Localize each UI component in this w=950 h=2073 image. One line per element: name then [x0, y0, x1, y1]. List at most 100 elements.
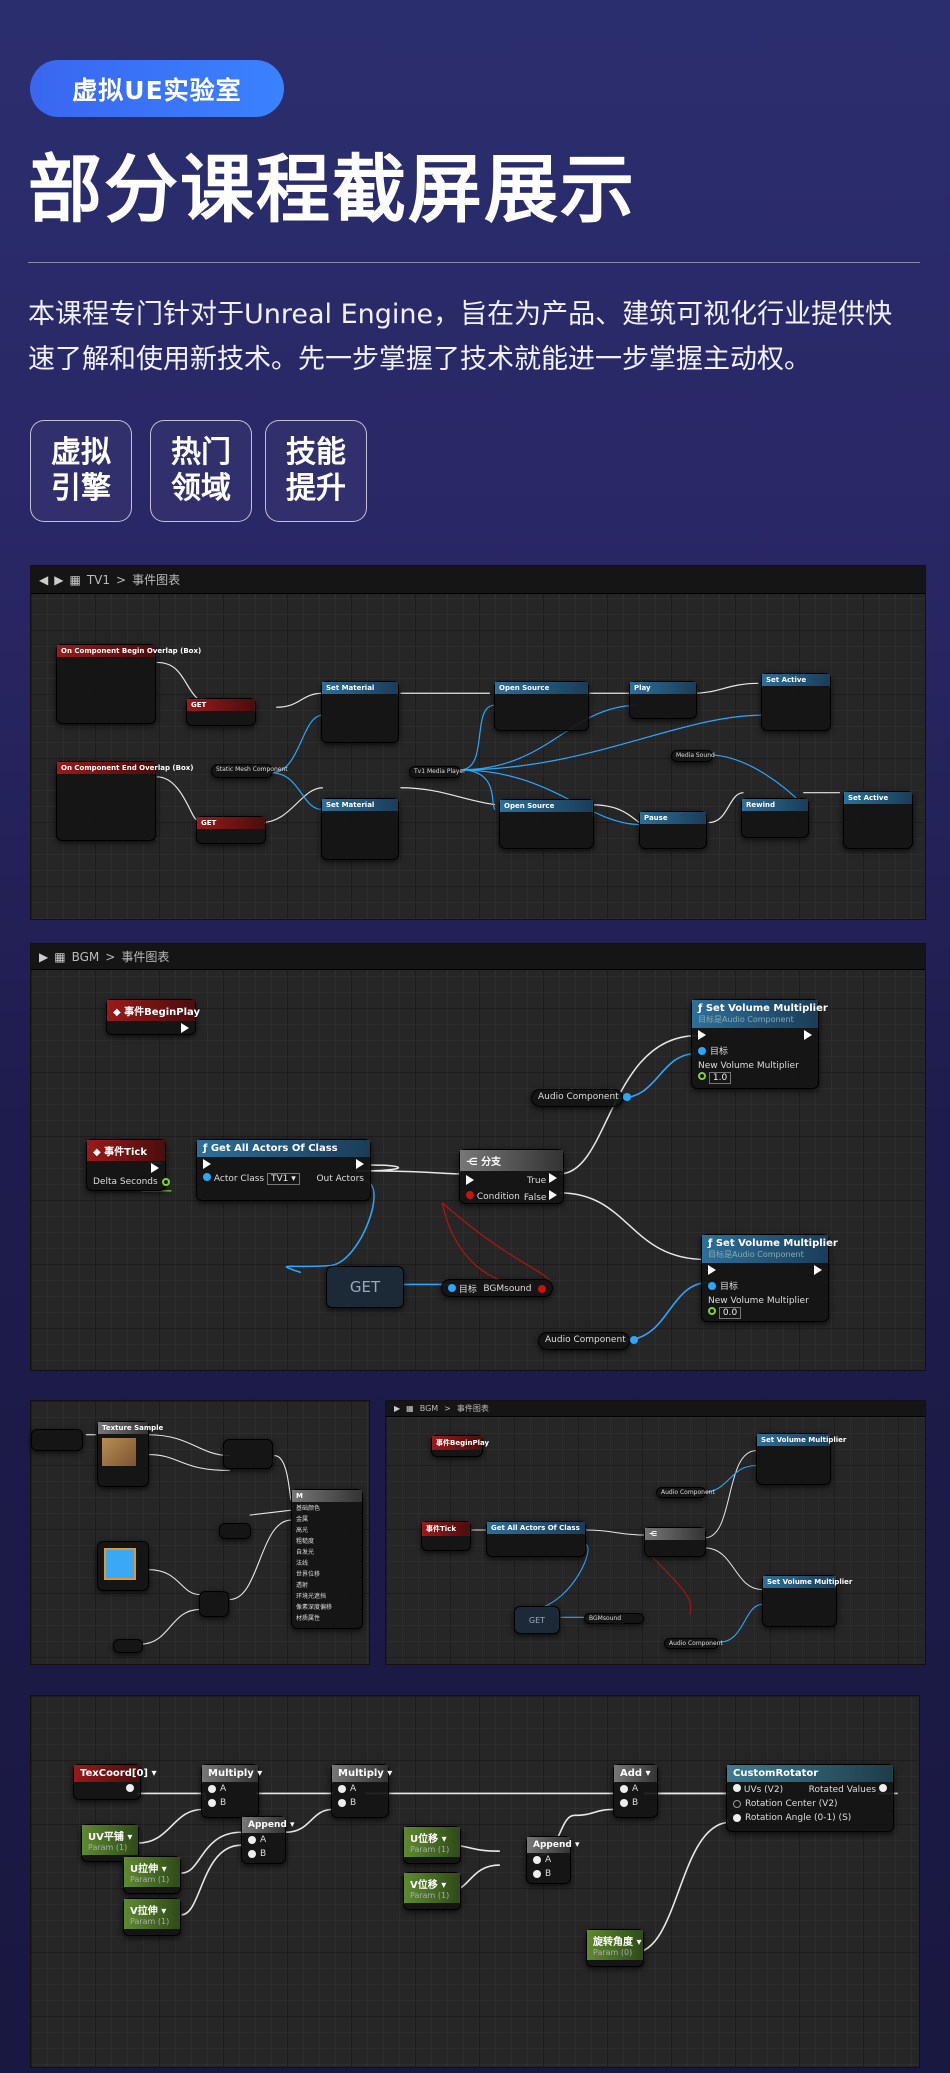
- breadcrumb-root[interactable]: TV1: [86, 572, 110, 587]
- node-media-sound[interactable]: Media Sound: [671, 750, 715, 762]
- exec-in-pin[interactable]: [466, 1174, 474, 1185]
- pin-a[interactable]: [533, 1856, 541, 1864]
- material-attribute-item[interactable]: 基础颜色: [296, 1505, 321, 1512]
- material-output-node[interactable]: M 基础颜色金属高光粗糙度自发光法线世界位移透射环境光遮挡像素深度偏移材质属性: [291, 1489, 363, 1629]
- blueprint-panel-bgm-small[interactable]: ▶ ▦ BGM > 事件图表 事件BeginPlay 事件Tick Get Al…: [385, 1400, 926, 1665]
- material-attribute-item[interactable]: 世界位移: [296, 1571, 321, 1578]
- node-event-tick[interactable]: ◆ 事件Tick Delta Seconds: [86, 1139, 170, 1191]
- pin-a[interactable]: [208, 1785, 216, 1793]
- node-audio-component-bottom[interactable]: Audio Component: [538, 1332, 638, 1350]
- node-event-tick[interactable]: 事件Tick: [421, 1521, 471, 1551]
- volume-value-input[interactable]: 1.0: [708, 1072, 732, 1084]
- material-attribute-item[interactable]: 粗糙度: [296, 1538, 315, 1545]
- node-get-all-actors[interactable]: Get All Actors Of Class: [486, 1521, 586, 1557]
- node-v-scale-param[interactable]: V拉伸 ▾Param (1): [123, 1898, 181, 1936]
- breadcrumb-root[interactable]: BGM: [71, 949, 100, 964]
- bgm-target-pin[interactable]: [448, 1284, 456, 1292]
- true-exec-pin[interactable]: [549, 1173, 557, 1183]
- node-audio-component-top[interactable]: Audio Component: [531, 1089, 631, 1107]
- rotation-angle-pin[interactable]: [733, 1814, 741, 1822]
- pin-b[interactable]: [620, 1799, 628, 1807]
- pin-b[interactable]: [248, 1850, 256, 1858]
- node-get-all-actors[interactable]: ƒ Get All Actors Of Class Actor Class TV…: [196, 1139, 371, 1201]
- material-panel[interactable]: Texture Sample M 基础颜色金属高光粗糙度自发光法线世界位移透射环…: [30, 1400, 370, 1665]
- chevron-down-icon[interactable]: ▾: [441, 1834, 447, 1845]
- material-attribute-item[interactable]: 环境光遮挡: [296, 1593, 327, 1600]
- material-attribute-item[interactable]: 材质属性: [296, 1615, 321, 1622]
- node-v-offset-param[interactable]: V位移 ▾Param (1): [403, 1872, 461, 1910]
- node-u-scale-param[interactable]: U拉伸 ▾Param (1): [123, 1856, 181, 1894]
- exec-out-pin[interactable]: [151, 1163, 159, 1173]
- back-arrow-icon[interactable]: ◀: [39, 572, 49, 587]
- node-get-array[interactable]: GET: [514, 1606, 560, 1634]
- rotation-center-pin[interactable]: [733, 1800, 741, 1808]
- node-append-2[interactable]: Append ▾ A B: [526, 1836, 579, 1884]
- node-texcoord[interactable]: TexCoord[0] ▾: [73, 1764, 157, 1800]
- node-end-overlap[interactable]: On Component End Overlap (Box): [56, 761, 193, 841]
- material-attribute-item[interactable]: 高光: [296, 1527, 309, 1534]
- chevron-down-icon[interactable]: ▾: [387, 1768, 393, 1779]
- pin-b[interactable]: [338, 1799, 346, 1807]
- node-tv-media-player[interactable]: Tv1 Media Player: [409, 766, 466, 778]
- node-rewind[interactable]: Rewind: [741, 798, 809, 838]
- audio-out-pin[interactable]: [629, 1336, 638, 1344]
- node-get-1[interactable]: GET: [186, 698, 256, 726]
- pin-a[interactable]: [620, 1785, 628, 1793]
- node-scalar[interactable]: [219, 1523, 251, 1539]
- node-set-volume-bottom[interactable]: Set Volume Multiplier: [762, 1575, 852, 1627]
- pin-a[interactable]: [338, 1785, 346, 1793]
- new-volume-pin[interactable]: [708, 1307, 716, 1315]
- node-begin-overlap[interactable]: On Component Begin Overlap (Box): [56, 644, 201, 724]
- volume-value-input[interactable]: 0.0: [718, 1307, 742, 1319]
- new-volume-pin[interactable]: [698, 1072, 706, 1080]
- target-pin[interactable]: [698, 1046, 706, 1055]
- node-set-active-1[interactable]: Set Active: [761, 673, 831, 731]
- pin-a[interactable]: [248, 1836, 256, 1844]
- node-audio-component-bottom[interactable]: Audio Component: [664, 1638, 723, 1649]
- node-static-mesh[interactable]: Static Mesh Component: [211, 764, 288, 778]
- exec-out-pin[interactable]: [356, 1159, 364, 1169]
- chevron-down-icon[interactable]: ▾: [161, 1906, 167, 1917]
- node-rotation-angle-param[interactable]: 旋转角度 ▾Param (0): [586, 1929, 644, 1967]
- node-set-material-2[interactable]: Set Material: [321, 798, 399, 860]
- node-bgm-sound[interactable]: BGMsound: [584, 1613, 644, 1624]
- material-attribute-item[interactable]: 像素深度偏移: [296, 1604, 333, 1611]
- blueprint-panel-bgm[interactable]: ▶ ▦ BGM > 事件图表 ◆ 事件BeginPlay ◆ 事件Tick De…: [30, 943, 926, 1371]
- target-pin[interactable]: [708, 1281, 716, 1290]
- chevron-down-icon[interactable]: ▾: [161, 1864, 167, 1875]
- node-multiply[interactable]: [199, 1591, 229, 1617]
- node-open-source-2[interactable]: Open Source: [499, 799, 594, 849]
- node-lerp[interactable]: [223, 1439, 273, 1469]
- chevron-down-icon[interactable]: ▾: [257, 1768, 263, 1779]
- rotated-values-pin[interactable]: [879, 1784, 887, 1792]
- exec-out-pin[interactable]: [181, 1023, 189, 1033]
- node-get-array[interactable]: GET: [326, 1266, 404, 1308]
- node-multiply-2[interactable]: Multiply ▾ A B: [331, 1764, 393, 1818]
- node-append-1[interactable]: Append ▾ A B: [241, 1816, 294, 1864]
- condition-pin[interactable]: [466, 1191, 474, 1199]
- bgm-sound-pin[interactable]: [538, 1284, 546, 1293]
- breadcrumb-leaf[interactable]: 事件图表: [132, 573, 181, 587]
- forward-arrow-icon[interactable]: ▶: [394, 1404, 401, 1413]
- exec-out-pin[interactable]: [814, 1265, 822, 1275]
- chevron-down-icon[interactable]: ▾: [441, 1880, 447, 1891]
- node-texture-coordinate[interactable]: [31, 1429, 83, 1451]
- material-attribute-item[interactable]: 法线: [296, 1560, 309, 1567]
- blueprint-panel-tv1[interactable]: ◀ ▶ ▦ TV1 > 事件图表 On Component Begin Over…: [30, 565, 926, 920]
- actor-class-pin[interactable]: [203, 1173, 211, 1181]
- chevron-down-icon[interactable]: ▾: [636, 1937, 642, 1948]
- node-u-offset-param[interactable]: U位移 ▾Param (1): [403, 1826, 461, 1864]
- node-set-volume-top[interactable]: Set Volume Multiplier: [756, 1433, 846, 1485]
- breadcrumb-root[interactable]: BGM: [419, 1404, 439, 1413]
- node-custom-rotator[interactable]: CustomRotator UVs (V2)Rotated Values Rot…: [726, 1764, 894, 1832]
- actor-class-dropdown[interactable]: TV1 ▾: [266, 1173, 300, 1185]
- exec-in-pin[interactable]: [698, 1030, 706, 1040]
- exec-out-pin[interactable]: [804, 1030, 812, 1040]
- node-branch[interactable]: ⋲: [644, 1527, 706, 1557]
- chevron-down-icon[interactable]: ▾: [645, 1768, 651, 1779]
- uvs-pin[interactable]: [733, 1784, 741, 1792]
- node-texture-sample[interactable]: Texture Sample: [97, 1421, 163, 1487]
